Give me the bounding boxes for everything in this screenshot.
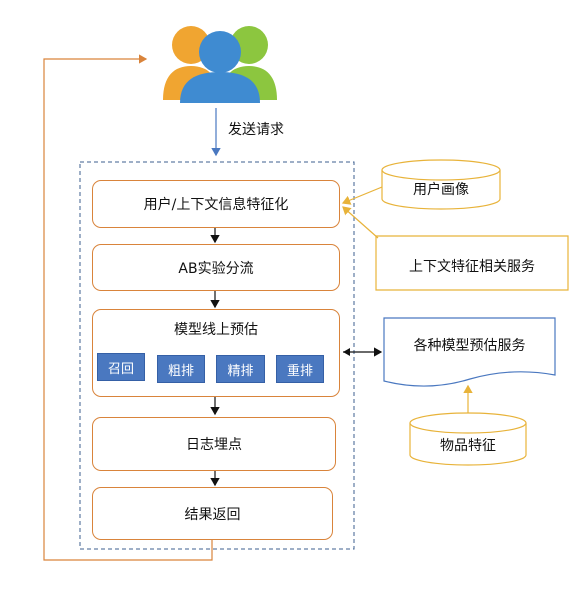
item-feature-database-shape	[409, 412, 527, 466]
context-service-document-shape	[375, 235, 569, 291]
step-ab-split: AB实验分流	[92, 244, 340, 291]
step-feature-extraction: 用户/上下文信息特征化	[92, 180, 340, 228]
stage-recall: 召回	[97, 353, 145, 381]
stage-coarse-rank: 粗排	[157, 355, 205, 383]
send-request-label: 发送请求	[228, 122, 284, 138]
stage-fine-rank: 精排	[216, 355, 265, 383]
step-feature-extraction-label: 用户/上下文信息特征化	[143, 197, 289, 213]
model-service-label: 各种模型预估服务	[413, 338, 526, 354]
stage-rerank: 重排	[276, 355, 324, 383]
step-online-prediction-title: 模型线上预估	[174, 322, 258, 338]
user-profile-database-shape	[381, 159, 501, 210]
step-return-result: 结果返回	[92, 487, 333, 540]
step-return-result-label: 结果返回	[184, 506, 241, 523]
model-service-document-shape	[383, 317, 556, 387]
step-ab-split-label: AB实验分流	[178, 260, 254, 277]
step-logging: 日志埋点	[92, 417, 336, 471]
users-group-icon	[163, 26, 277, 103]
step-logging-label: 日志埋点	[186, 437, 242, 453]
user-profile-label: 用户画像	[413, 182, 469, 198]
service-boundary	[79, 161, 355, 550]
context-service-label: 上下文特征相关服务	[409, 259, 535, 275]
item-feature-label: 物品特征	[440, 438, 496, 454]
